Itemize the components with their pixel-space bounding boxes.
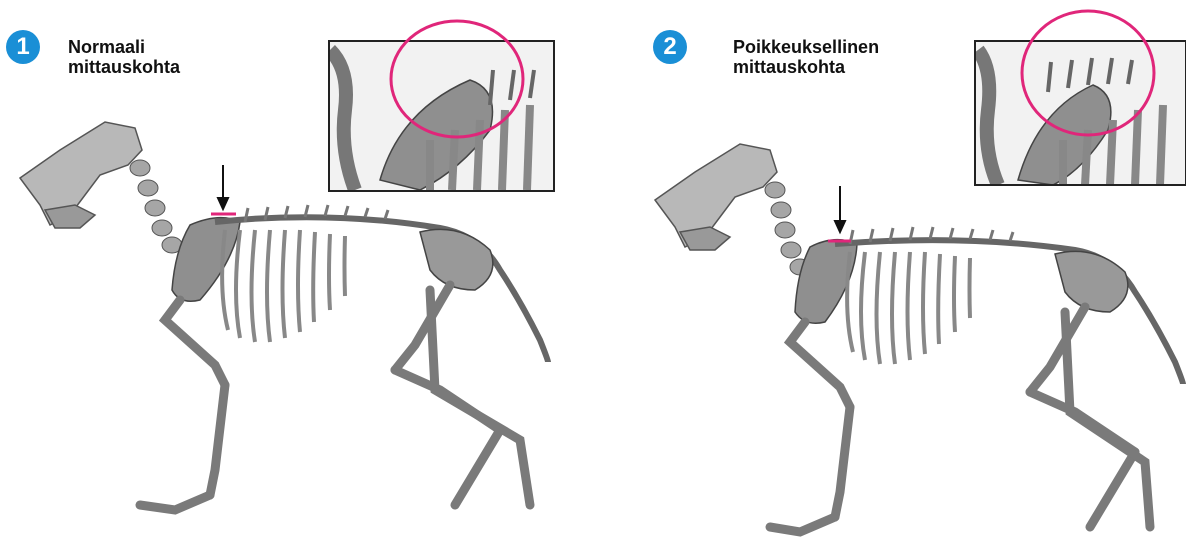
ribcage: [847, 252, 970, 364]
front-leg: [770, 322, 850, 532]
spine: [835, 240, 1183, 384]
skull: [20, 122, 142, 228]
inset-closeup: [975, 11, 1186, 185]
spine: [215, 217, 548, 362]
panel-exceptional: 2 Poikkeuksellinen mittauskohta: [593, 0, 1186, 538]
down-arrow: [218, 165, 228, 209]
pelvis: [1055, 251, 1128, 312]
pelvis: [420, 229, 493, 290]
inset-closeup: [329, 21, 554, 191]
hind-leg: [395, 285, 530, 505]
scapula: [172, 218, 240, 302]
skull: [655, 144, 777, 250]
front-leg: [140, 300, 225, 510]
down-arrow: [835, 186, 845, 232]
hind-leg: [1030, 307, 1150, 527]
neck-vertebrae: [130, 160, 182, 253]
ribcage: [222, 230, 345, 342]
panel-normal: 1 Normaali mittauskohta: [0, 0, 593, 538]
skeleton-illustration-normal: [0, 0, 593, 538]
skeleton-illustration-exceptional: [593, 0, 1186, 538]
